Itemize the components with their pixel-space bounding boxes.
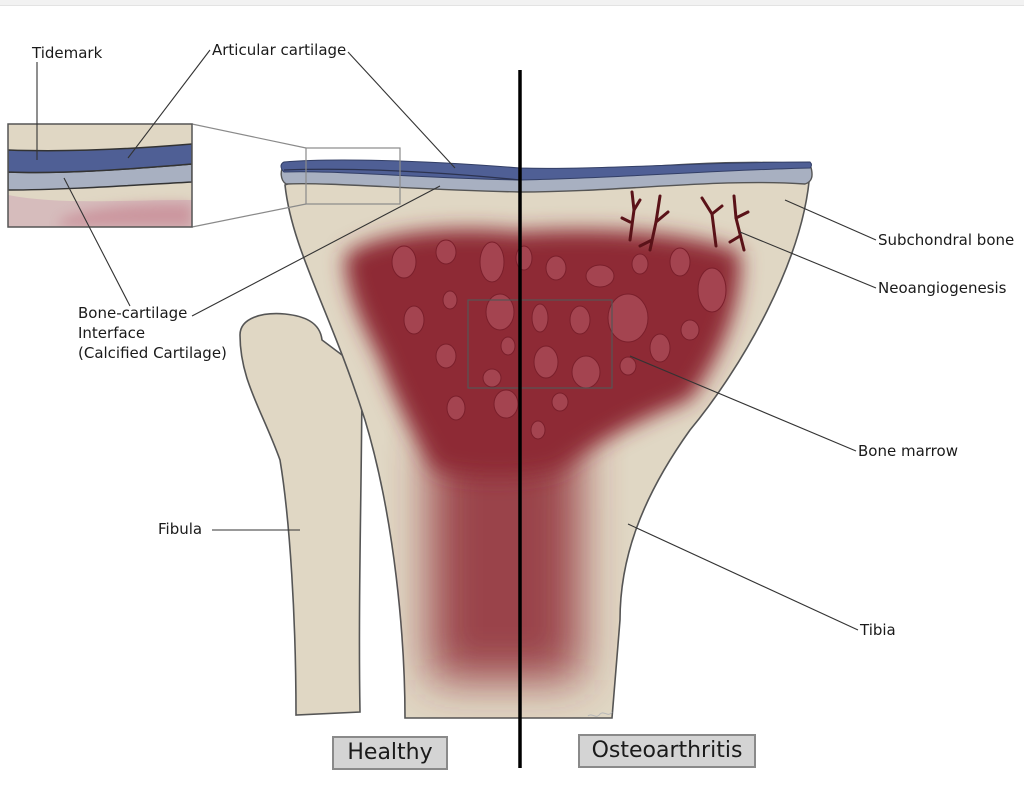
leader-lines (36, 49, 877, 631)
marrow-zoom-box (467, 299, 613, 389)
bone-marrow-region (345, 229, 741, 680)
label-tidemark: Tidemark (32, 44, 103, 62)
label-fibula: Fibula (158, 520, 203, 538)
artist-signature (587, 711, 613, 717)
fibula-bone (239, 312, 363, 716)
neoangiogenesis-vessels (620, 190, 750, 252)
panel-label-healthy: Healthy (332, 736, 448, 770)
label-neoangiogenesis: Neoangiogenesis (878, 279, 1007, 297)
label-bone-cartilage-interface: Bone-cartilage Interface (Calcified Cart… (78, 304, 227, 362)
inset-frame (7, 123, 193, 228)
zoom-region-box (305, 147, 401, 205)
label-bone-marrow: Bone marrow (858, 442, 958, 460)
label-subchondral-bone: Subchondral bone (878, 231, 1015, 249)
label-tibia: Tibia (860, 621, 896, 639)
top-border (0, 0, 1024, 6)
label-articular-cartilage: Articular cartilage (212, 41, 347, 59)
panel-label-osteoarthritis: Osteoarthritis (578, 734, 756, 768)
articular-cartilage (280, 159, 812, 181)
cartilage-inset (8, 124, 192, 227)
